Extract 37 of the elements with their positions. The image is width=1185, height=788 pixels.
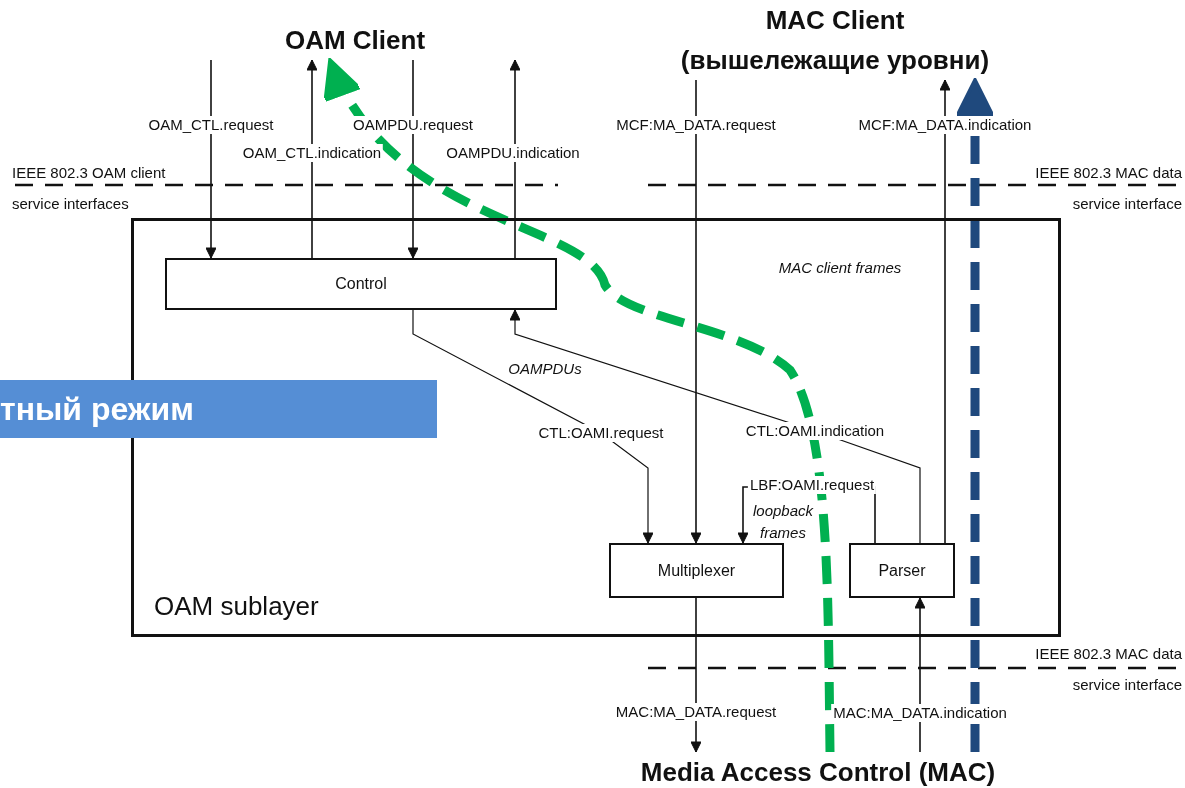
edge-label: CTL:OAMI.indication	[743, 422, 887, 440]
signal-arrow	[407, 59, 419, 259]
edge-label: OAMPDU.indication	[444, 144, 582, 162]
signal-arrow	[690, 79, 702, 544]
edge-label: LBF:OAMI.request	[747, 476, 877, 494]
function-box: Parser	[849, 543, 955, 598]
function-box: Multiplexer	[609, 543, 784, 598]
signal-arrow	[205, 59, 217, 259]
signal-arrow	[509, 59, 521, 259]
edge-label: OAM_CTL.indication	[240, 144, 384, 162]
signal-arrow	[412, 309, 654, 544]
signal-arrow	[939, 79, 951, 544]
interface-label: IEEE 802.3 MAC data service interface	[1034, 163, 1182, 214]
flow-arrow	[325, 58, 835, 753]
signal-arrow	[306, 59, 318, 259]
signal-arrow	[914, 597, 926, 753]
edge-label: MCF:MA_DATA.request	[614, 116, 778, 134]
edge-label: OAM_CTL.request	[146, 116, 276, 134]
layer-title: Media Access Control (MAC)	[610, 752, 1026, 788]
edge-label: CTL:OAMI.request	[536, 424, 666, 442]
edge-label: MAC:MA_DATA.request	[613, 703, 779, 721]
edge-label: MAC:MA_DATA.indication	[831, 704, 1009, 722]
annotation: loopback frames	[751, 501, 815, 543]
layer-title: MAC Client (вышележащие уровни)	[675, 0, 995, 80]
edge-label: MCF:MA_DATA.indication	[856, 116, 1034, 134]
title-banner: тный режим	[0, 380, 437, 438]
annotation: MAC client frames	[777, 258, 903, 278]
signal-arrow	[509, 309, 921, 544]
interface-label: IEEE 802.3 OAM client service interfaces	[12, 163, 167, 214]
flow-arrow	[955, 78, 995, 752]
annotation: OAMPDUs	[507, 359, 583, 379]
interface-label: IEEE 802.3 MAC data service interface	[1034, 644, 1182, 695]
layer-title: OAM Client	[175, 20, 535, 60]
edge-label: OAMPDU.request	[351, 116, 475, 134]
signal-arrow	[690, 597, 702, 753]
function-box: Control	[165, 258, 557, 310]
frame-title: OAM sublayer	[154, 591, 319, 622]
